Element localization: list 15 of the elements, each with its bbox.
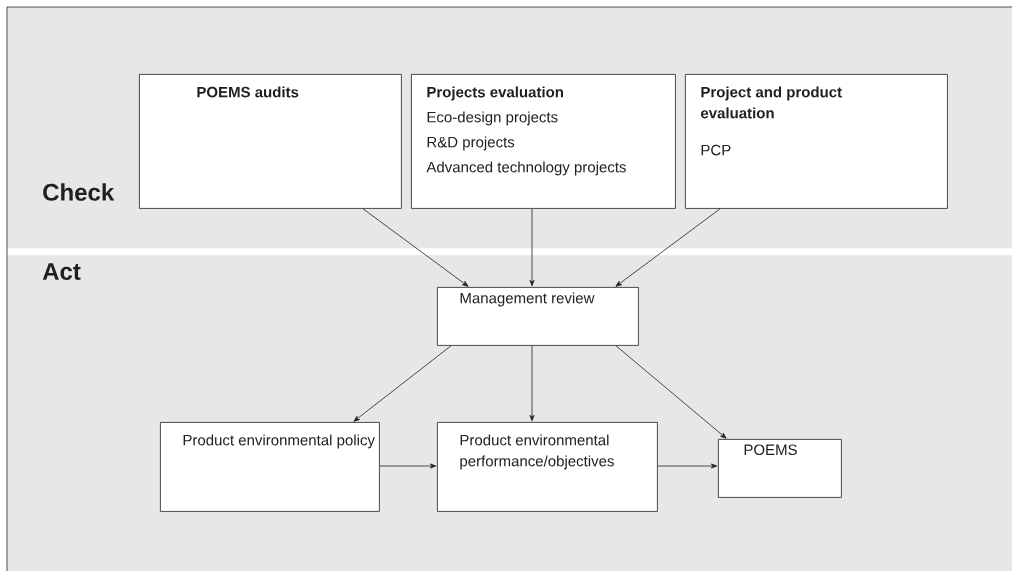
process-box: Project and product evaluation PCP (685, 74, 948, 209)
process-box: Product environmental policy (160, 422, 380, 512)
process-box: Management review (437, 287, 639, 346)
process-box: POEMS (718, 439, 842, 498)
arrow (615, 208, 721, 287)
process-box: Product environmental performance/objectives (437, 422, 658, 512)
arrow (529, 208, 535, 287)
arrow (353, 345, 452, 422)
arrow (615, 345, 727, 439)
arrow (379, 463, 437, 469)
arrow (657, 463, 718, 469)
arrow (362, 208, 469, 287)
process-box: POEMS audits (139, 74, 402, 209)
process-box: Projects evaluation Eco-design projects R&D projects Advanced technology projects (411, 74, 676, 209)
arrow (529, 345, 535, 422)
